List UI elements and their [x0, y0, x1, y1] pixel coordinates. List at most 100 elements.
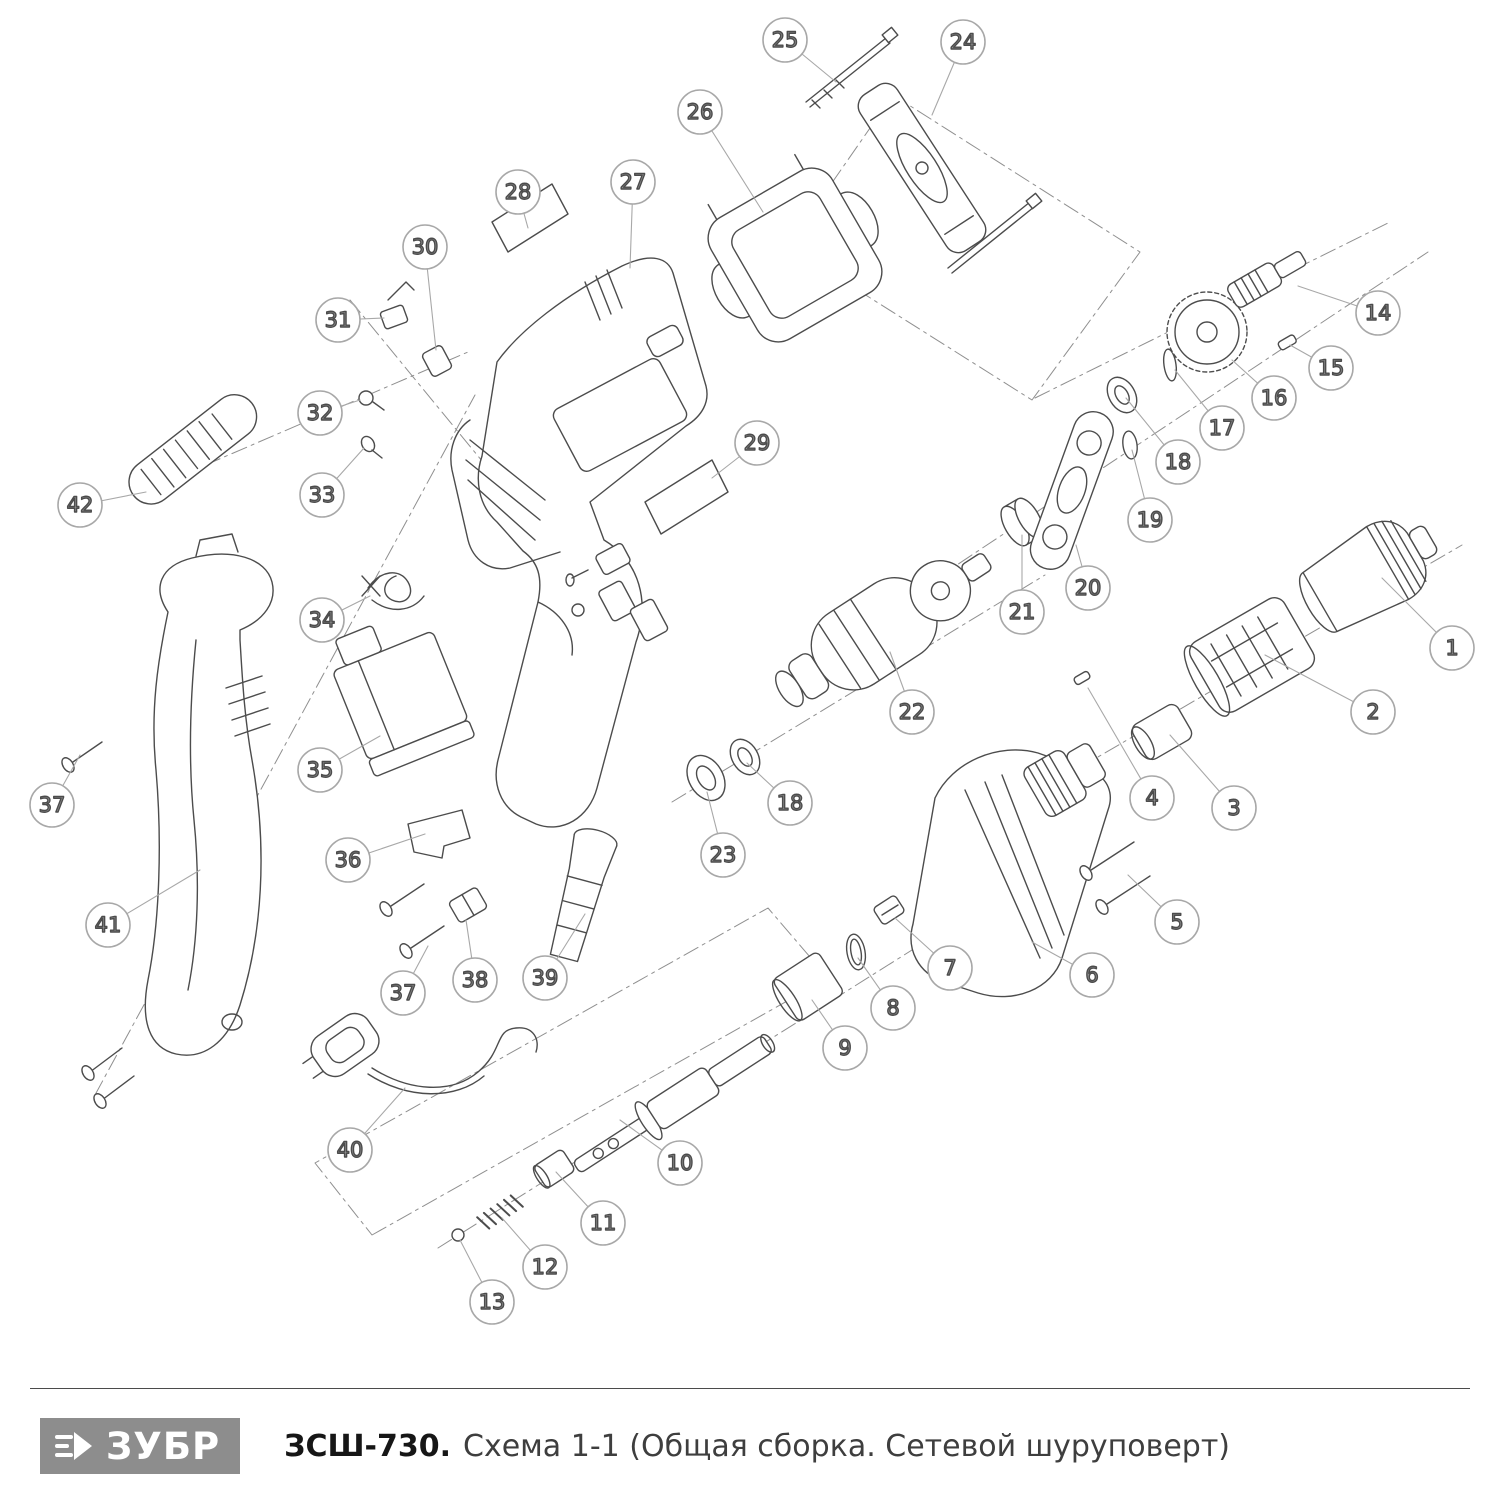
callout-circle-35	[297, 747, 343, 793]
callout-number-12: 12	[532, 1255, 559, 1279]
part-switch-35	[333, 625, 475, 777]
part-sleeve-11	[532, 1149, 575, 1189]
callout-number-2: 2	[1366, 700, 1379, 724]
callout-number-37a: 37	[39, 793, 66, 817]
callout-number-26: 26	[687, 100, 714, 124]
callouts: 1234567891011121314151617181920212223182…	[29, 17, 1475, 1325]
part-pin-15	[1277, 334, 1297, 351]
callout-circle-30	[402, 224, 448, 270]
callout-circle-39	[522, 955, 568, 1001]
callout-circle-38	[452, 957, 498, 1003]
zubr-arrow-icon	[55, 1432, 92, 1460]
callout-circle-8	[870, 985, 916, 1031]
callout-circle-21	[999, 589, 1045, 635]
callout-number-6: 6	[1085, 963, 1098, 987]
callout-circle-26	[677, 89, 723, 135]
callout-number-41: 41	[95, 913, 122, 937]
callout-number-8: 8	[886, 996, 899, 1020]
callout-circle-2	[1350, 689, 1396, 735]
callout-circle-14	[1355, 290, 1401, 336]
part-wires-34	[361, 572, 425, 611]
callout-number-38: 38	[462, 968, 489, 992]
callout-number-39: 39	[532, 966, 559, 990]
footer-divider	[30, 1388, 1470, 1389]
part-bracket-36	[407, 809, 471, 859]
part-screw-long-right	[947, 192, 1043, 274]
callout-number-28: 28	[505, 180, 532, 204]
callout-circle-18a	[1155, 439, 1201, 485]
part-housing-27	[450, 257, 708, 828]
part-spring-12	[476, 1194, 524, 1230]
part-ball-13	[451, 1228, 465, 1242]
callout-circle-17	[1199, 405, 1245, 451]
footer: ЗУБР ЗСШ-730.Схема 1-1 (Общая сборка. Се…	[0, 1388, 1500, 1500]
callout-circle-34	[299, 597, 345, 643]
callout-circle-7	[927, 945, 973, 991]
callout-circle-11	[580, 1200, 626, 1246]
callout-circle-28	[495, 169, 541, 215]
callout-number-20: 20	[1075, 576, 1102, 600]
callout-circle-12	[522, 1244, 568, 1290]
scheme-caption: ЗСШ-730.Схема 1-1 (Общая сборка. Сетевой…	[284, 1429, 1230, 1464]
part-plate-20	[1029, 411, 1114, 570]
part-switch-internals	[565, 542, 669, 642]
callout-circle-42	[57, 482, 103, 528]
callout-number-32: 32	[307, 401, 334, 425]
part-shaft-14	[1227, 250, 1307, 308]
callout-circle-5	[1154, 899, 1200, 945]
callout-circle-36	[325, 837, 371, 883]
part-cover-42	[128, 394, 258, 505]
callout-circle-18b	[767, 780, 813, 826]
part-handle-screws	[81, 1047, 135, 1109]
callout-circle-25	[762, 17, 808, 63]
callout-number-15: 15	[1318, 356, 1345, 380]
part-handle-41	[144, 533, 274, 1056]
part-block-38	[448, 887, 488, 923]
part-brush-parts	[358, 281, 453, 459]
callout-number-16: 16	[1261, 386, 1288, 410]
part-cordguard-39	[549, 828, 618, 963]
callout-circle-16	[1251, 375, 1297, 421]
callout-number-3: 3	[1227, 796, 1240, 820]
callout-number-11: 11	[590, 1211, 617, 1235]
exploded-diagram: 1234567891011121314151617181920212223182…	[29, 17, 1475, 1325]
part-stator-26	[707, 153, 883, 343]
callout-circle-40	[327, 1127, 373, 1173]
callout-number-1: 1	[1445, 636, 1458, 660]
callout-number-27: 27	[620, 170, 647, 194]
part-bearing-23	[686, 754, 726, 802]
callout-circle-24	[940, 19, 986, 65]
zubr-logo-text: ЗУБР	[106, 1424, 221, 1468]
model-number: ЗСШ-730.	[284, 1428, 452, 1464]
part-ring-8	[845, 933, 867, 971]
callout-number-18a: 18	[1165, 450, 1192, 474]
callout-circle-27	[610, 159, 656, 205]
callout-number-4: 4	[1145, 786, 1158, 810]
callout-number-7: 7	[943, 956, 956, 980]
callout-number-24: 24	[950, 30, 977, 54]
callout-number-25: 25	[772, 28, 799, 52]
callout-number-23: 23	[710, 843, 737, 867]
callout-circle-37b	[380, 970, 426, 1016]
callout-number-31: 31	[325, 308, 352, 332]
callout-number-35: 35	[307, 758, 334, 782]
part-sleeve-2	[1183, 597, 1316, 717]
callout-circle-4	[1129, 775, 1175, 821]
callout-circle-10	[657, 1140, 703, 1186]
callout-number-42: 42	[67, 493, 94, 517]
callout-circle-20	[1065, 565, 1111, 611]
callout-number-13: 13	[479, 1290, 506, 1314]
part-bearing-18b	[729, 738, 761, 776]
part-washer-17	[1162, 348, 1178, 382]
part-spindle-10	[573, 1033, 776, 1173]
part-screw-25	[805, 26, 899, 109]
callout-circle-32	[297, 390, 343, 436]
callout-number-34: 34	[309, 608, 336, 632]
part-screw-37a	[61, 741, 103, 773]
callout-circle-9	[822, 1025, 868, 1071]
part-screws-5	[1079, 841, 1151, 915]
zubr-logo: ЗУБР	[40, 1418, 241, 1474]
callout-number-19: 19	[1137, 508, 1164, 532]
part-screws-37b	[379, 883, 445, 959]
part-gear-16	[1166, 291, 1248, 373]
